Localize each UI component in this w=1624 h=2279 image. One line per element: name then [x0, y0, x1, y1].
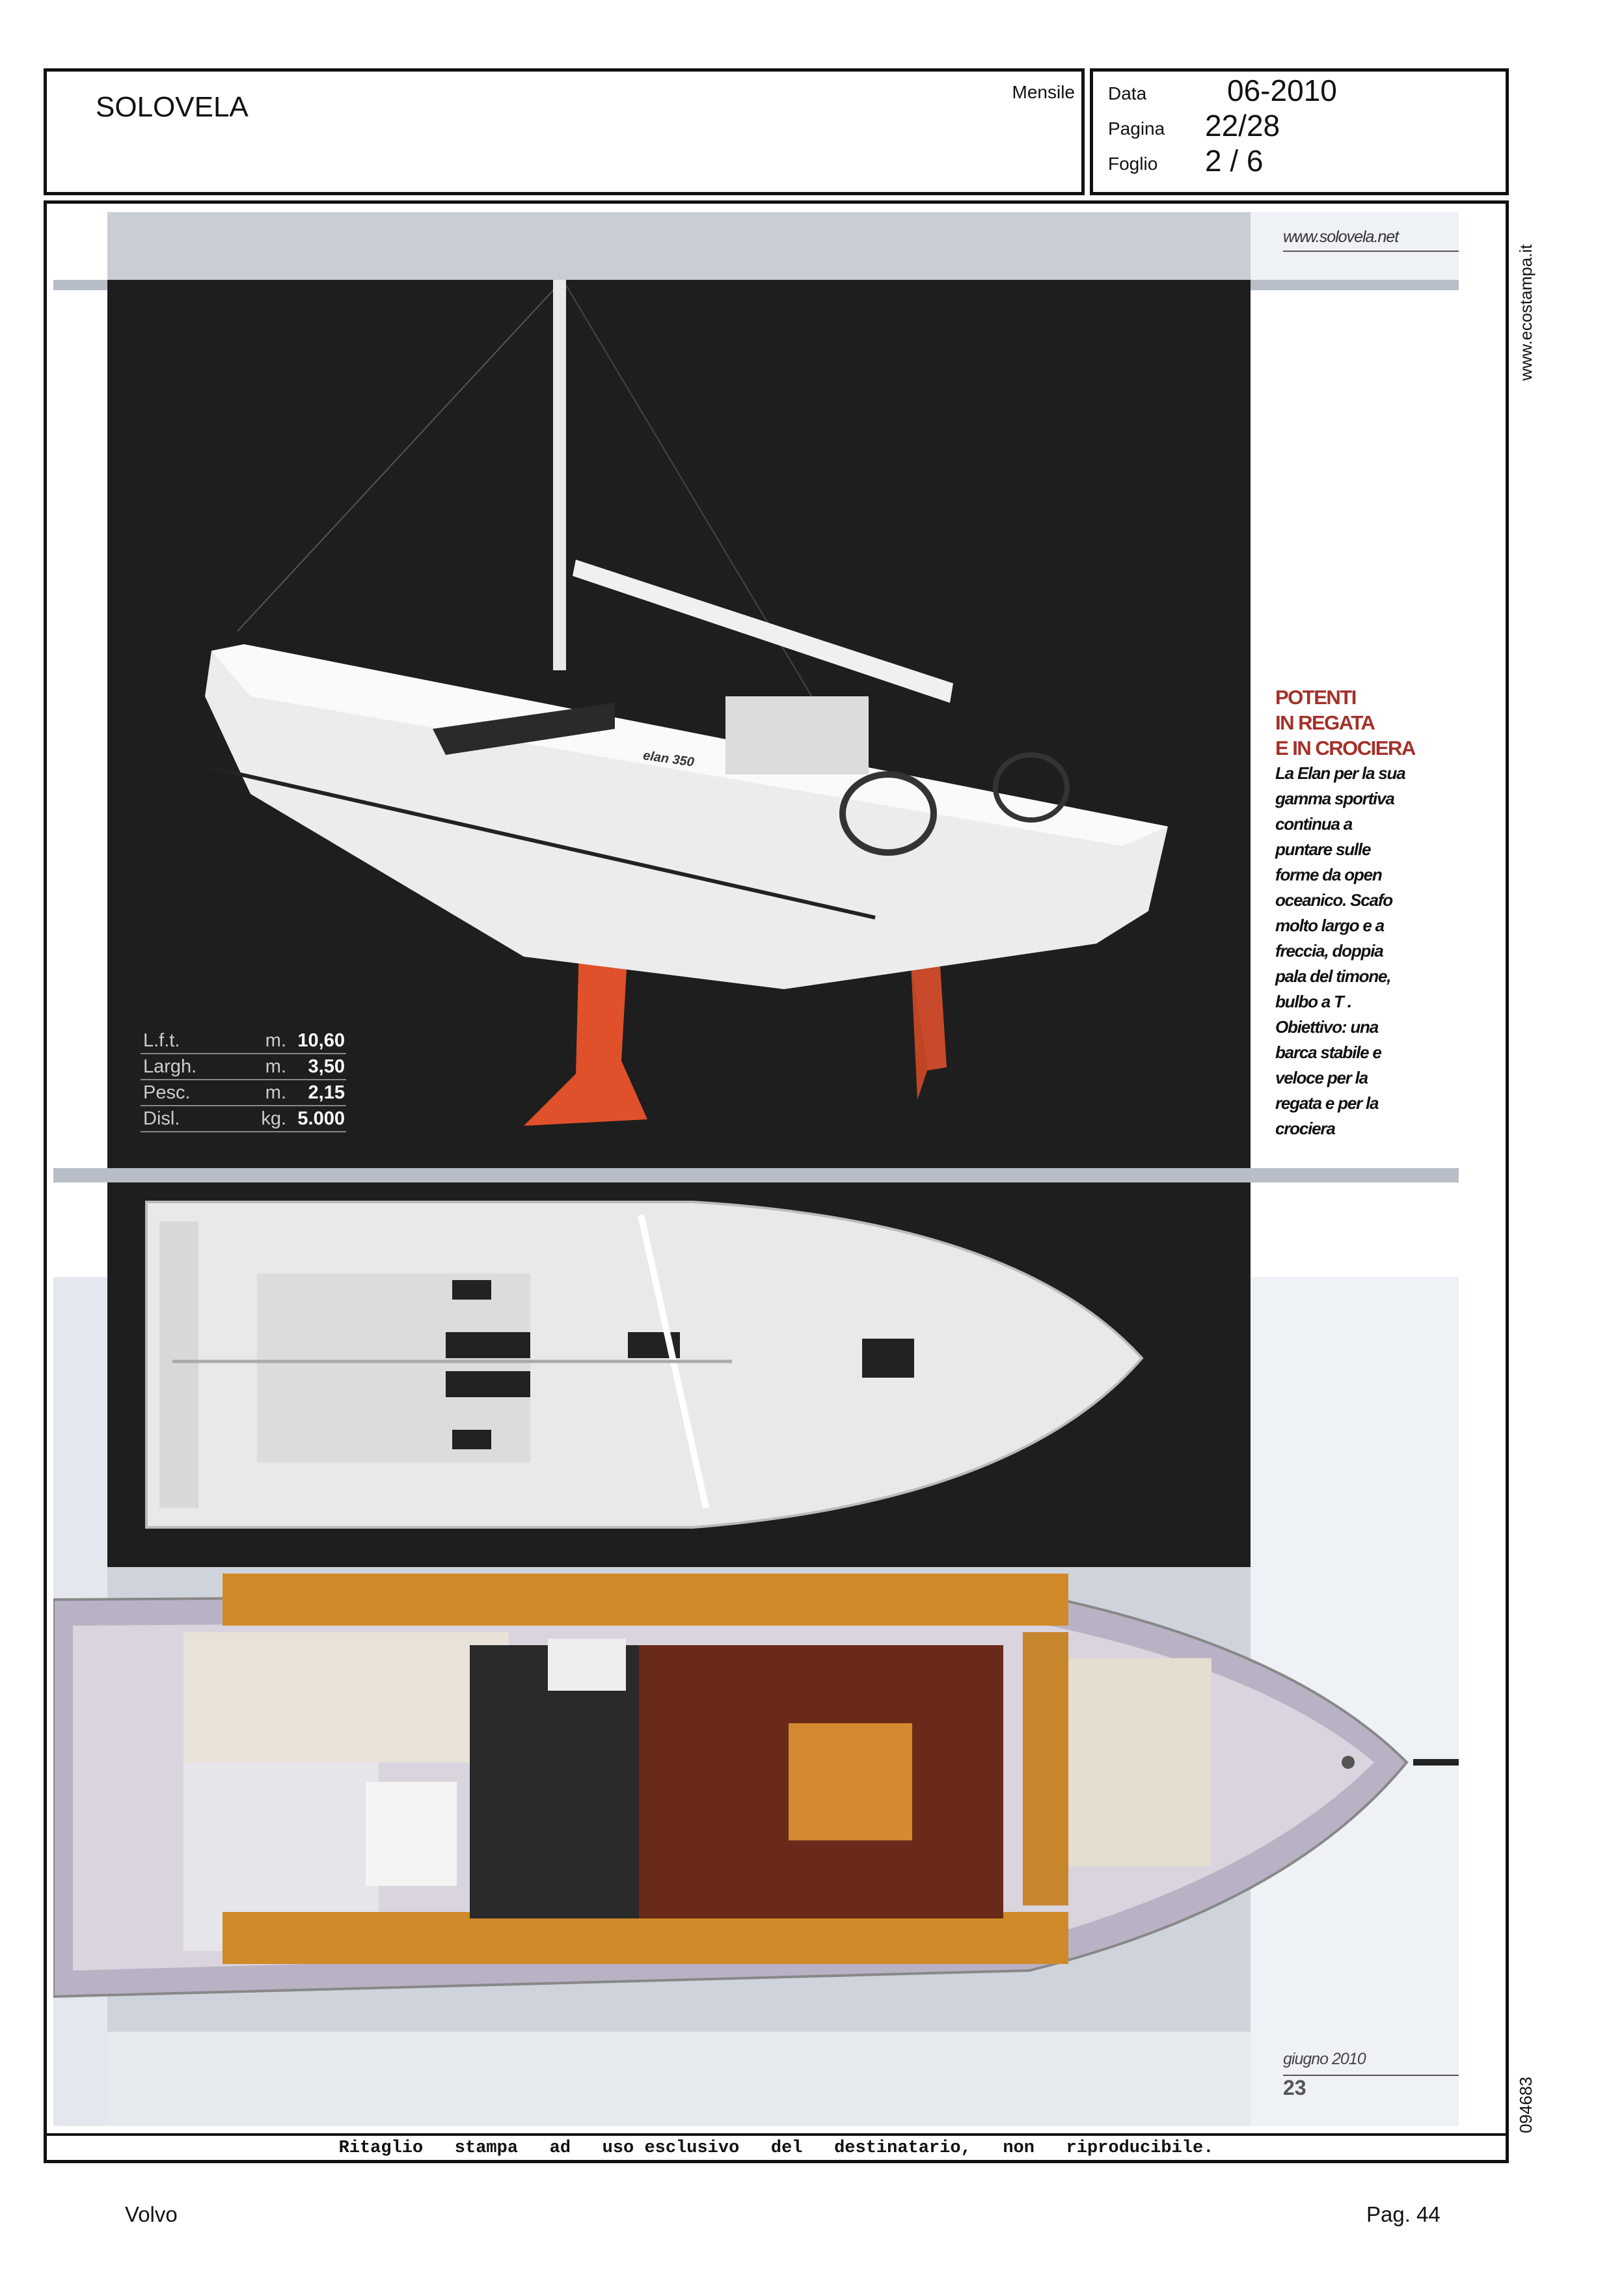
- footer-page: Pag. 44: [1366, 2202, 1441, 2226]
- spec-label: Largh.: [143, 1056, 197, 1077]
- spec-value: 3,50: [308, 1056, 345, 1077]
- data-value: 06-2010: [1227, 74, 1337, 107]
- spec-row: Pesc. m. 2,15: [141, 1079, 346, 1106]
- spec-label: Pesc.: [143, 1082, 191, 1103]
- middle-strip: [53, 1168, 1459, 1182]
- sidebar-body-line: gamma sportiva: [1275, 789, 1395, 808]
- sidebar-body-line: continua a: [1275, 814, 1353, 834]
- sidebar-body-line: bulbo a T .: [1275, 992, 1352, 1011]
- sidebar-article: POTENTI IN REGATA E IN CROCIERA La Elan …: [1275, 685, 1464, 1141]
- spec-value: 10,60: [297, 1030, 345, 1051]
- keel: [524, 944, 647, 1126]
- sidebar-body-line: forme da open: [1275, 865, 1383, 884]
- right-column-top: [1251, 212, 1459, 280]
- bottom-gray-band: [107, 2032, 1251, 2126]
- data-label: Data: [1108, 83, 1147, 103]
- spec-unit: m.: [265, 1082, 286, 1103]
- sidebar-body-line: crociera: [1275, 1119, 1336, 1138]
- spec-label: Disl.: [143, 1108, 180, 1129]
- sidebar-body-line: freccia, doppia: [1275, 941, 1384, 961]
- foglio-label: Foglio: [1108, 154, 1158, 174]
- sidebar-body-line: molto largo e a: [1275, 916, 1385, 935]
- boat-interior-layout-illustration: [52, 1567, 1459, 2032]
- sidebar-body-line: veloce per la: [1275, 1068, 1368, 1087]
- sidebar-title-line: POTENTI: [1275, 686, 1357, 709]
- header-meta-box: Data 06-2010 Pagina 22/28 Foglio 2 / 6: [1090, 68, 1509, 195]
- clipping-notice: Ritaglio stampa ad uso esclusivo del des…: [338, 2138, 1214, 2158]
- rudder: [911, 963, 927, 1100]
- spec-value: 5.000: [297, 1108, 345, 1129]
- header-publication-box: SOLOVELA Mensile: [44, 68, 1085, 195]
- frequency: Mensile: [1012, 82, 1075, 102]
- magazine-page-number: 23: [1283, 2076, 1306, 2099]
- rudder: [911, 963, 947, 1071]
- clipping-code: 094683: [1516, 2077, 1536, 2133]
- issue-date: giugno 2010: [1283, 2050, 1366, 2068]
- spec-value: 2,15: [308, 1082, 345, 1103]
- pagina-label: Pagina: [1108, 118, 1165, 139]
- sidebar-body-line: barca stabile e: [1275, 1043, 1382, 1062]
- sidebar-body-line: oceanico. Scafo: [1275, 890, 1393, 910]
- boat-side-view-illustration: [205, 279, 1168, 1126]
- top-view-photo: [107, 1182, 1251, 1567]
- site-url: www.solovela.net: [1283, 228, 1399, 246]
- spec-unit: kg.: [261, 1108, 286, 1129]
- sidebar-title-line: E IN CROCIERA: [1275, 737, 1416, 759]
- sidebar-body-line: regata e per la: [1275, 1093, 1379, 1113]
- spec-row: Largh. m. 3,50: [141, 1053, 346, 1080]
- side-view-photo: [107, 279, 1251, 1168]
- site-url-rule: [1283, 251, 1459, 252]
- sidebar-title-line: IN REGATA: [1275, 711, 1375, 734]
- spec-unit: m.: [265, 1030, 286, 1051]
- ecostampa-url: www.ecostampa.it: [1516, 244, 1536, 381]
- spec-row: Disl. kg. 5.000: [141, 1105, 346, 1132]
- sidebar-body-line: Obiettivo: una: [1275, 1017, 1379, 1037]
- interior-plan: [52, 1567, 1459, 2032]
- clipping-box: [44, 200, 1509, 2163]
- foglio-value: 2 / 6: [1205, 144, 1264, 178]
- sidebar-body-line: La Elan per la sua: [1275, 763, 1406, 783]
- spec-row: L.f.t. m. 10,60: [141, 1027, 346, 1054]
- boat-top-view-illustration: [145, 1201, 1144, 1529]
- top-gray-band: [107, 212, 1251, 280]
- footer-client: Volvo: [125, 2202, 178, 2226]
- issue-date-rule: [1283, 2075, 1459, 2076]
- publication-name: SOLOVELA: [96, 91, 249, 123]
- pagina-value: 22/28: [1205, 109, 1280, 143]
- spec-unit: m.: [265, 1056, 286, 1077]
- sidebar-body-line: puntare sulle: [1275, 839, 1371, 859]
- clipping-separator: [46, 2133, 1507, 2136]
- sidebar-body-line: pala del timone,: [1275, 966, 1391, 986]
- spec-label: L.f.t.: [143, 1030, 180, 1051]
